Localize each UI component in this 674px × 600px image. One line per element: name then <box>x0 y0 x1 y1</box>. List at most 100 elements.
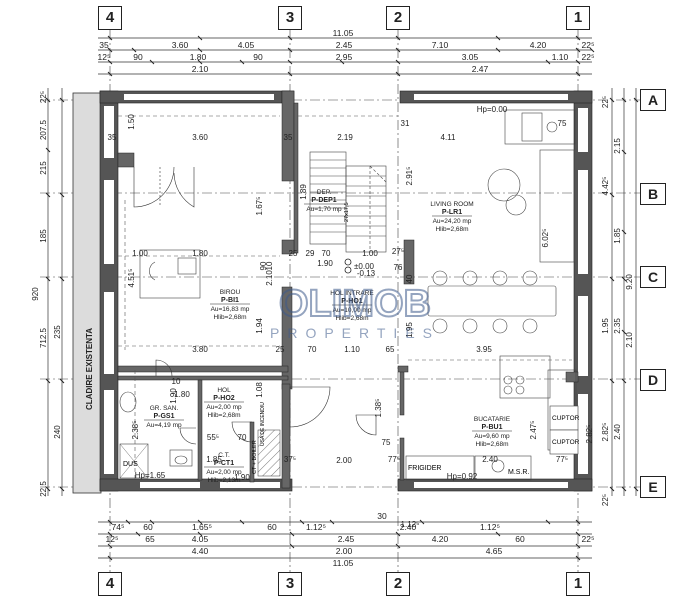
dim-bottom-row1: 1.12⁵ <box>480 522 500 532</box>
dim-interior: 75 <box>382 438 391 447</box>
frigider-label: FRIGIDER <box>408 465 441 472</box>
dim-left: 215 <box>39 161 48 175</box>
dim-interior: 90 <box>259 261 268 270</box>
axis-label-col-1-bottom: 1 <box>566 572 590 596</box>
room-height: Hlib=2,68m <box>475 441 508 448</box>
dim-top-row4: 2.47 <box>472 64 489 74</box>
dim-interior: 1.08 <box>255 382 264 398</box>
boiler-label: CT + BOILER <box>252 440 258 474</box>
exterior-wall-fill <box>104 94 588 488</box>
dim-right: 2.40 <box>613 424 622 440</box>
room-area: Au=2,00 mp <box>206 469 242 476</box>
dim-top-row3: 3.05 <box>462 52 479 62</box>
room-name: HOL <box>217 387 231 394</box>
room-name: BUCATARIE <box>474 416 511 423</box>
axis-label-row-e: E <box>640 476 666 498</box>
dim-interior: 1.00 <box>132 249 148 258</box>
room-code: P-HO2 <box>213 395 235 402</box>
dim-interior: 10 <box>172 377 181 386</box>
dim-bottom-row1: 60 <box>267 522 277 532</box>
room-name: HOL INTRARE <box>330 290 374 297</box>
dim-top-row4: 2.10 <box>192 64 209 74</box>
axis-label-col-3-top: 3 <box>278 6 302 30</box>
room-height: Hlib=2,68m <box>435 226 468 233</box>
dim-interior: Hp=0.00 <box>477 105 508 114</box>
axis-label-col-3-bottom: 3 <box>278 572 302 596</box>
dim-top-row2: 7.10 <box>432 40 449 50</box>
axis-label-row-a: A <box>640 89 666 111</box>
dus-label: DUS <box>123 461 138 468</box>
dim-interior: 70 <box>238 433 247 442</box>
dim-interior: 3.60 <box>192 133 208 142</box>
room-code: P-BU1 <box>481 424 502 431</box>
dim-interior: 1.90 <box>169 388 178 404</box>
dim-interior: 25 <box>276 345 285 354</box>
dim-interior: 2.19 <box>337 133 353 142</box>
dim-right: 2.82⁵ <box>601 423 610 442</box>
staircase <box>309 151 387 253</box>
room-code: P-LR1 <box>442 209 462 216</box>
dim-right: 2.10 <box>625 332 634 348</box>
room-height: Hlib=2,68m <box>207 412 240 419</box>
dim-interior: 40 <box>405 274 414 283</box>
room-area: Au=16,83 mp <box>211 306 250 313</box>
dim-bottom-row2: 22⁵ <box>582 534 595 544</box>
dim-interior: 75 <box>558 119 567 128</box>
dim-interior: 4.51⁵ <box>127 269 136 288</box>
cuptor-box-2 <box>549 429 579 455</box>
dim-interior: 2.38⁵ <box>131 421 140 440</box>
dim-bottom-row1: 74⁵ <box>112 522 125 532</box>
dim-top-overall: 11.05 <box>333 28 354 38</box>
dim-interior: 1.12⁵ <box>401 520 420 529</box>
dim-right: 2.35 <box>613 318 622 334</box>
dim-interior: 1.85 <box>206 455 222 464</box>
dim-bottom-row2: 60 <box>515 534 525 544</box>
dim-bottom-row1: 2.40 <box>400 522 417 532</box>
dim-interior: 35 <box>108 133 117 142</box>
dim-bottom-row3: 4.65 <box>486 546 503 556</box>
interior-walls <box>117 90 579 489</box>
dim-top-row2: 22⁵ <box>582 40 595 50</box>
dim-top-row3: 1.10 <box>552 52 569 62</box>
room-area: Au=10,00 mp <box>333 307 372 314</box>
room-name: LIVING ROOM <box>430 201 473 208</box>
ventilation-hatch <box>257 429 281 477</box>
dim-interior: 25 <box>289 249 298 258</box>
room-code: P-DEP1 <box>311 197 336 204</box>
room-name: DEP. <box>317 189 332 196</box>
dim-interior: 55⁵ <box>207 433 219 442</box>
dim-interior: 70 <box>308 345 317 354</box>
dim-interior: 77⁵ <box>388 455 400 464</box>
dim-interior: Hp=0.92 <box>447 472 478 481</box>
dim-top-row2: 4.05 <box>238 40 255 50</box>
dim-bottom-row3: 2.00 <box>336 546 353 556</box>
dim-interior: 77⁵ <box>556 455 568 464</box>
dim-interior: 70 <box>322 249 331 258</box>
room-code: P-CT1 <box>214 460 234 467</box>
dim-interior: 31 <box>401 119 410 128</box>
windows <box>118 115 572 480</box>
room-code: P-GS1 <box>153 413 174 420</box>
dim-top-row2: 3.60 <box>172 40 189 50</box>
dim-interior: 1.94 <box>255 318 264 334</box>
axis-label-col-2-top: 2 <box>386 6 410 30</box>
dim-left: 712.5 <box>39 327 48 348</box>
dim-bottom-row2: 4.05 <box>192 534 209 544</box>
axis-label-col-1-top: 1 <box>566 6 590 30</box>
dim-right: 22⁵ <box>601 494 610 506</box>
dim-interior: 4.11 <box>441 133 457 142</box>
dim-bottom-row1: 60 <box>143 522 153 532</box>
dim-interior: 1.38⁵ <box>374 399 383 418</box>
existing-building-strip <box>72 92 102 494</box>
dimension-lines <box>47 37 637 559</box>
dim-top-row3: 90 <box>253 52 263 62</box>
axis-label-col-2-bottom: 2 <box>386 572 410 596</box>
dim-interior: 2.91⁵ <box>405 167 414 186</box>
existing-building-label: CLADIRE EXISTENTA <box>85 328 94 410</box>
dim-interior: 1.89 <box>299 184 308 200</box>
dim-bottom-row1: 1.12⁵ <box>306 522 326 532</box>
room-area: Au=4,19 mp <box>146 422 182 429</box>
room-name: GR. SAN. <box>150 405 179 412</box>
